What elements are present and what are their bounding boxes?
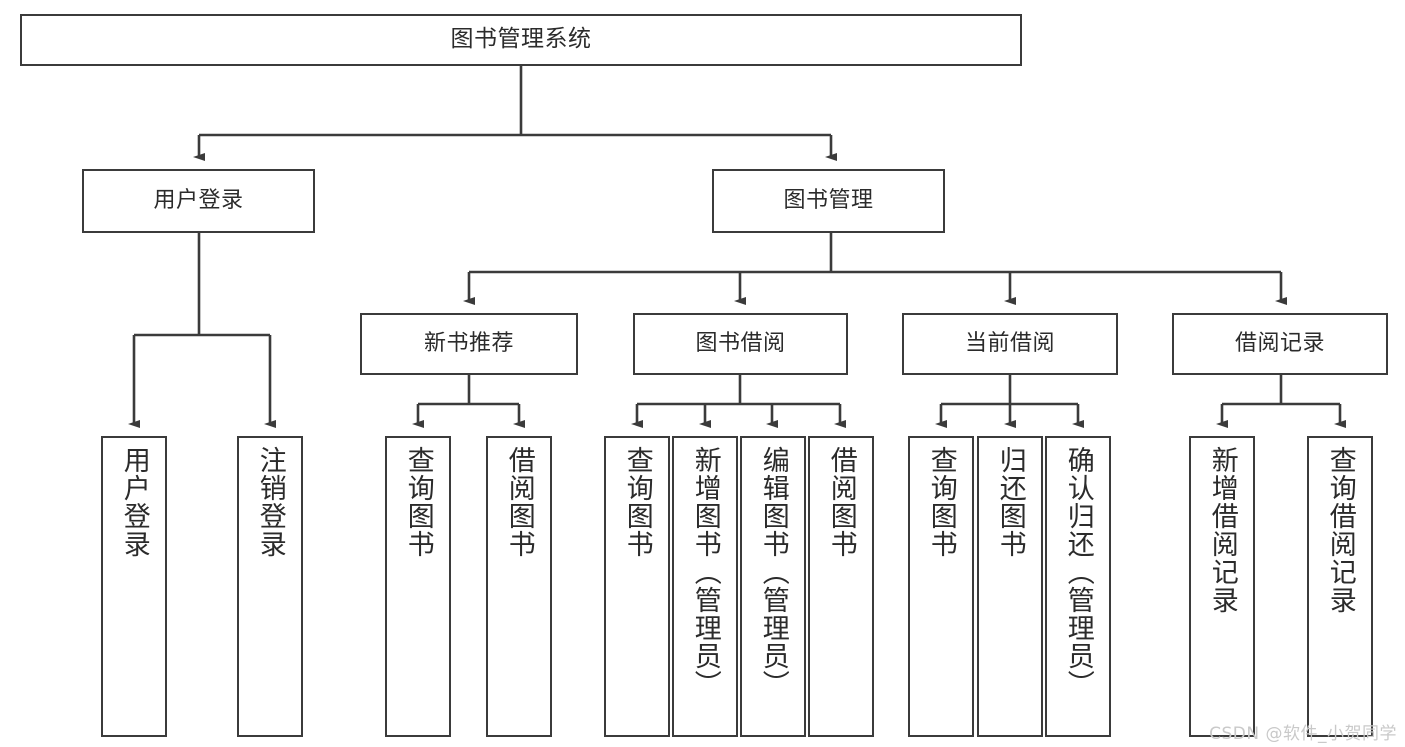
watermark-text: CSDN @软件_小贺同学 — [1209, 724, 1397, 744]
node-label: 查询图书 — [925, 446, 957, 558]
node-borrow-record[interactable]: 借阅记录 — [1172, 313, 1388, 375]
node-new-book-recommend[interactable]: 新书推荐 — [360, 313, 578, 375]
leaf-query-borrow-record[interactable]: 查询借阅记录 — [1307, 436, 1373, 737]
node-label: 用户登录 — [153, 188, 244, 214]
leaf-borrow-book[interactable]: 借阅图书 — [808, 436, 874, 737]
leaf-user-logout[interactable]: 注销登录 — [237, 436, 303, 737]
leaf-user-login[interactable]: 用户登录 — [101, 436, 167, 737]
node-user-login[interactable]: 用户登录 — [82, 169, 315, 233]
node-label: 新书推荐 — [423, 331, 514, 357]
node-book-borrow[interactable]: 图书借阅 — [633, 313, 848, 375]
leaf-edit-book-admin[interactable]: 编辑图书（管理员） — [740, 436, 806, 737]
node-label: 借阅图书 — [825, 446, 857, 558]
node-label: 借阅记录 — [1234, 331, 1325, 357]
node-label: 确认归还（管理员） — [1062, 446, 1094, 698]
node-label: 归还图书 — [994, 446, 1026, 558]
leaf-confirm-return-admin[interactable]: 确认归还（管理员） — [1045, 436, 1111, 737]
leaf-query-book-borrow[interactable]: 查询图书 — [604, 436, 670, 737]
node-label: 新增借阅记录 — [1206, 446, 1238, 614]
leaf-add-borrow-record[interactable]: 新增借阅记录 — [1189, 436, 1255, 737]
node-label: 用户登录 — [118, 446, 150, 558]
node-label: 新增图书（管理员） — [689, 446, 721, 698]
node-label: 图书借阅 — [695, 331, 786, 357]
node-label: 图书管理系统 — [450, 26, 592, 53]
node-current-borrow[interactable]: 当前借阅 — [902, 313, 1118, 375]
node-label: 注销登录 — [254, 446, 286, 558]
leaf-add-book-admin[interactable]: 新增图书（管理员） — [672, 436, 738, 737]
leaf-return-book[interactable]: 归还图书 — [977, 436, 1043, 737]
node-label: 当前借阅 — [964, 331, 1055, 357]
leaf-borrow-book-recommend[interactable]: 借阅图书 — [486, 436, 552, 737]
node-label: 图书管理 — [783, 188, 874, 214]
leaf-query-book-recommend[interactable]: 查询图书 — [385, 436, 451, 737]
node-label: 编辑图书（管理员） — [757, 446, 789, 698]
node-label: 查询图书 — [621, 446, 653, 558]
node-label: 借阅图书 — [503, 446, 535, 558]
node-label: 查询图书 — [402, 446, 434, 558]
node-label: 查询借阅记录 — [1324, 446, 1356, 614]
leaf-query-book-current[interactable]: 查询图书 — [908, 436, 974, 737]
node-root-system[interactable]: 图书管理系统 — [20, 14, 1022, 66]
node-book-management[interactable]: 图书管理 — [712, 169, 945, 233]
